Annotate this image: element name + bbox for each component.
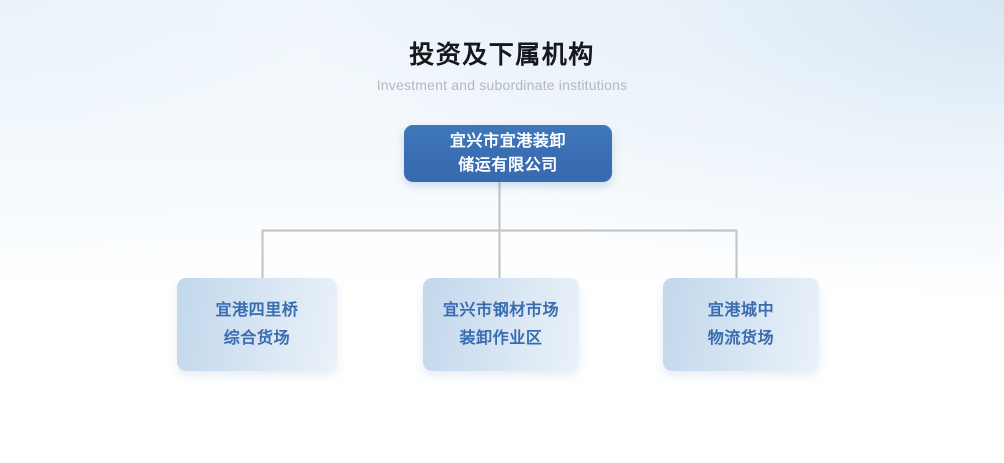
page-title: 投资及下属机构 xyxy=(409,41,595,69)
org-node-child-1-line-1: 宜兴市钢材市场 xyxy=(442,301,560,319)
org-node-child-1-line-2: 装卸作业区 xyxy=(459,329,543,347)
org-node-child-2-line-1: 宜港城中 xyxy=(707,301,775,319)
org-node-child-1[interactable]: 宜兴市钢材市场 装卸作业区 xyxy=(423,278,579,371)
page-header: 投资及下属机构 Investment and subordinate insti… xyxy=(0,40,1004,94)
org-node-root-line-2: 储运有限公司 xyxy=(458,156,558,174)
org-node-child-0[interactable]: 宜港四里桥 综合货场 xyxy=(177,278,337,371)
org-node-child-2[interactable]: 宜港城中 物流货场 xyxy=(663,278,819,371)
org-node-child-0-line-2: 综合货场 xyxy=(223,329,291,347)
page-subtitle: Investment and subordinate institutions xyxy=(376,77,628,93)
org-node-child-0-line-1: 宜港四里桥 xyxy=(215,301,299,319)
org-node-child-2-line-2: 物流货场 xyxy=(707,329,775,347)
org-node-root[interactable]: 宜兴市宜港装卸 储运有限公司 xyxy=(404,125,612,182)
org-node-root-line-1: 宜兴市宜港装卸 xyxy=(449,132,567,150)
